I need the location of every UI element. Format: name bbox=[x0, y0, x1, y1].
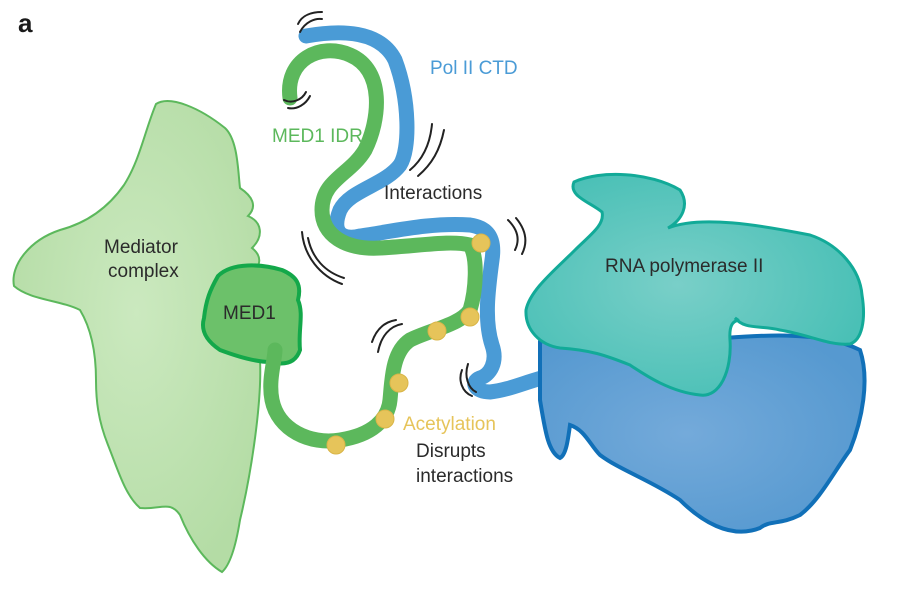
med1-subunit-shape bbox=[201, 263, 303, 366]
panel-label: a bbox=[18, 8, 33, 38]
pol2-ctd-label: Pol II CTD bbox=[430, 58, 518, 79]
pol2-ctd-strand bbox=[298, 25, 558, 400]
acetylation-site bbox=[427, 321, 447, 341]
mediator-complex-shape bbox=[12, 100, 262, 574]
acetylation-site bbox=[326, 435, 346, 455]
interactions-label: Interactions bbox=[384, 183, 483, 204]
acetylation-label: Acetylation bbox=[403, 414, 496, 435]
rna-polymerase-top-shape bbox=[524, 173, 865, 397]
rna-polymerase-label: RNA polymerase II bbox=[605, 256, 764, 277]
med1-idr-strand bbox=[263, 43, 483, 449]
mediator-complex-label-line2: complex bbox=[108, 261, 179, 282]
motion-marks bbox=[283, 11, 527, 397]
acetylation-site bbox=[375, 409, 395, 429]
rna-polymerase-bottom-shape bbox=[538, 333, 867, 534]
med1-idr-label: MED1 IDR bbox=[272, 126, 363, 147]
disrupts-label-line1: Disrupts bbox=[416, 441, 486, 462]
med1-label: MED1 bbox=[223, 303, 276, 324]
mediator-complex-label-line1: Mediator bbox=[104, 237, 178, 258]
acetylation-sites bbox=[326, 233, 491, 455]
disrupts-label-line2: interactions bbox=[416, 466, 514, 487]
acetylation-site bbox=[389, 373, 409, 393]
acetylation-site bbox=[471, 233, 491, 253]
acetylation-site bbox=[460, 307, 480, 327]
